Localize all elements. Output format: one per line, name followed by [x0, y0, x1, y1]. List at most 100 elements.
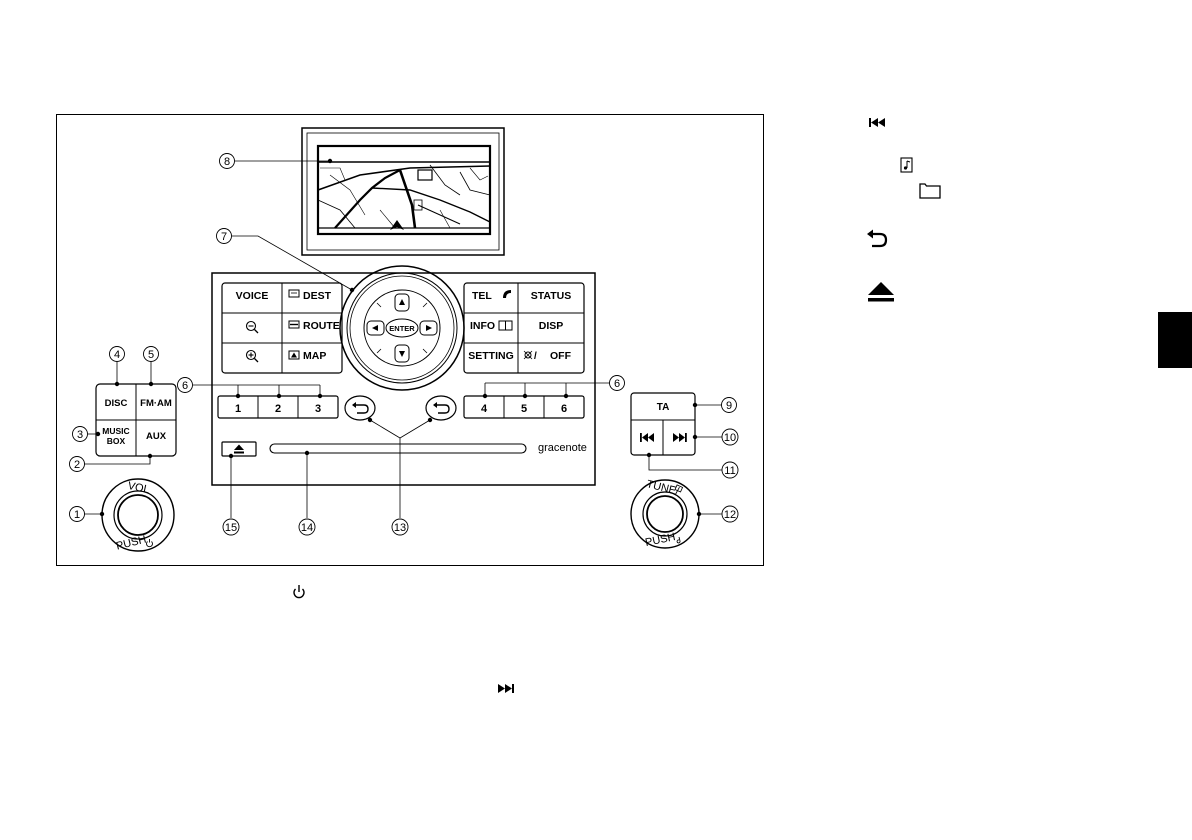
legend-eject-icon: [868, 282, 894, 302]
volume-knob[interactable]: VOL PUSH: [102, 479, 174, 553]
disp-button[interactable]: DISP: [539, 320, 564, 332]
map-button[interactable]: MAP: [289, 350, 326, 362]
gracenote-logo: gracenote: [538, 442, 587, 454]
vol-label: VOL: [127, 480, 151, 496]
box-label: BOX: [107, 436, 126, 446]
power-icon: [147, 539, 153, 547]
fm-am-label: FM·AM: [140, 398, 172, 409]
controller-left-arrow[interactable]: [367, 321, 384, 335]
preset-button-6[interactable]: 6: [561, 403, 567, 415]
preset-button-3[interactable]: 3: [315, 403, 321, 415]
voice-label: VOICE: [236, 290, 269, 302]
dest-button[interactable]: DEST: [289, 290, 332, 302]
preset-label: 2: [275, 403, 281, 415]
route-label: ROUTE: [303, 320, 340, 332]
right-media-buttons: TA: [631, 393, 695, 455]
ta-button[interactable]: TA: [657, 402, 670, 413]
tel-label: TEL: [472, 290, 492, 302]
back-button-right[interactable]: [426, 396, 456, 420]
voice-button[interactable]: VOICE: [236, 290, 269, 302]
zoom-out-button[interactable]: [247, 322, 259, 334]
display-screen: [302, 128, 504, 255]
svg-text:/: /: [534, 351, 537, 362]
preset-buttons-right: 4 5 6: [464, 396, 584, 418]
enter-button[interactable]: ENTER: [386, 319, 418, 337]
push-tune-label: PUSH: [644, 531, 676, 549]
map-icon: [289, 351, 299, 359]
eject-icon: [234, 445, 244, 451]
svg-text:2: 2: [74, 459, 80, 471]
disp-label: DISP: [539, 320, 564, 332]
map-label: MAP: [303, 350, 326, 362]
ta-label: TA: [657, 402, 670, 413]
fm-am-button[interactable]: FM·AM: [140, 398, 172, 409]
seek-forward-button[interactable]: [673, 433, 687, 442]
svg-text:13: 13: [394, 522, 406, 534]
back-button-left[interactable]: [345, 396, 375, 420]
seek-forward-icon: [673, 433, 687, 442]
legend-music-note-icon: [901, 158, 912, 172]
zoom-in-button[interactable]: [247, 351, 259, 363]
callout-4: 4: [110, 347, 125, 362]
setting-button[interactable]: SETTING: [468, 350, 514, 362]
callout-15: 15: [223, 519, 239, 535]
preset-label: 6: [561, 403, 567, 415]
callout-9: 9: [722, 398, 737, 413]
route-button[interactable]: ROUTE: [289, 320, 340, 332]
svg-text:12: 12: [724, 509, 736, 521]
callout-7: 7: [217, 229, 232, 244]
svg-text:5: 5: [148, 349, 154, 361]
tel-button[interactable]: TEL: [472, 290, 511, 302]
controller-right-arrow[interactable]: [420, 321, 437, 335]
legend-power-icon: [294, 585, 304, 598]
music-label: MUSIC: [102, 426, 129, 436]
tune-knob[interactable]: TUNE/ PUSH: [631, 478, 699, 549]
svg-text:6: 6: [614, 378, 620, 390]
section-tab-marker: [1158, 312, 1192, 368]
svg-text:4: 4: [114, 349, 120, 361]
preset-button-5[interactable]: 5: [521, 403, 527, 415]
svg-text:9: 9: [726, 400, 732, 412]
aux-label: AUX: [146, 431, 167, 442]
preset-button-4[interactable]: 4: [481, 403, 488, 415]
setting-label: SETTING: [468, 350, 514, 362]
preset-button-2[interactable]: 2: [275, 403, 281, 415]
eject-button[interactable]: [222, 442, 256, 456]
legend-seek-forward-icon: [498, 684, 514, 693]
aux-button[interactable]: AUX: [146, 431, 167, 442]
info-button[interactable]: INFO: [470, 320, 512, 332]
controller-up-arrow[interactable]: [395, 294, 409, 311]
route-icon: [289, 321, 299, 328]
multi-function-controller[interactable]: ENTER: [340, 266, 464, 390]
music-box-button[interactable]: MUSIC BOX: [102, 426, 129, 446]
preset-label: 5: [521, 403, 527, 415]
callout-5: 5: [144, 347, 159, 362]
seek-back-button[interactable]: [640, 433, 654, 442]
preset-buttons-left: 1 2 3: [218, 396, 338, 418]
day-night-icon: /: [524, 350, 547, 362]
day-night-off-button[interactable]: / OFF: [524, 350, 572, 362]
disc-button[interactable]: DISC: [105, 398, 128, 409]
controller-down-arrow[interactable]: [395, 345, 409, 362]
seek-back-icon: [640, 433, 654, 442]
info-label: INFO: [470, 320, 495, 332]
zoom-out-icon: [247, 322, 259, 334]
preset-button-1[interactable]: 1: [235, 403, 241, 415]
preset-label: 1: [235, 403, 241, 415]
left-media-buttons: DISC FM·AM MUSIC BOX AUX: [96, 384, 176, 456]
svg-text:3: 3: [77, 429, 83, 441]
legend-folder-icon: [920, 184, 940, 198]
book-icon: [499, 321, 512, 330]
callout-1: 1: [70, 507, 85, 522]
callout-14: 14: [299, 519, 315, 535]
legend-back-icon: [867, 230, 886, 247]
callout-6-left: 6: [178, 378, 193, 393]
disc-label: DISC: [105, 398, 128, 409]
preset-label: 3: [315, 403, 321, 415]
callout-12: 12: [722, 506, 738, 522]
callout-6-right: 6: [610, 376, 625, 391]
callout-13: 13: [392, 519, 408, 535]
phone-icon: [503, 290, 511, 298]
status-button[interactable]: STATUS: [531, 290, 571, 302]
svg-text:11: 11: [724, 465, 735, 477]
